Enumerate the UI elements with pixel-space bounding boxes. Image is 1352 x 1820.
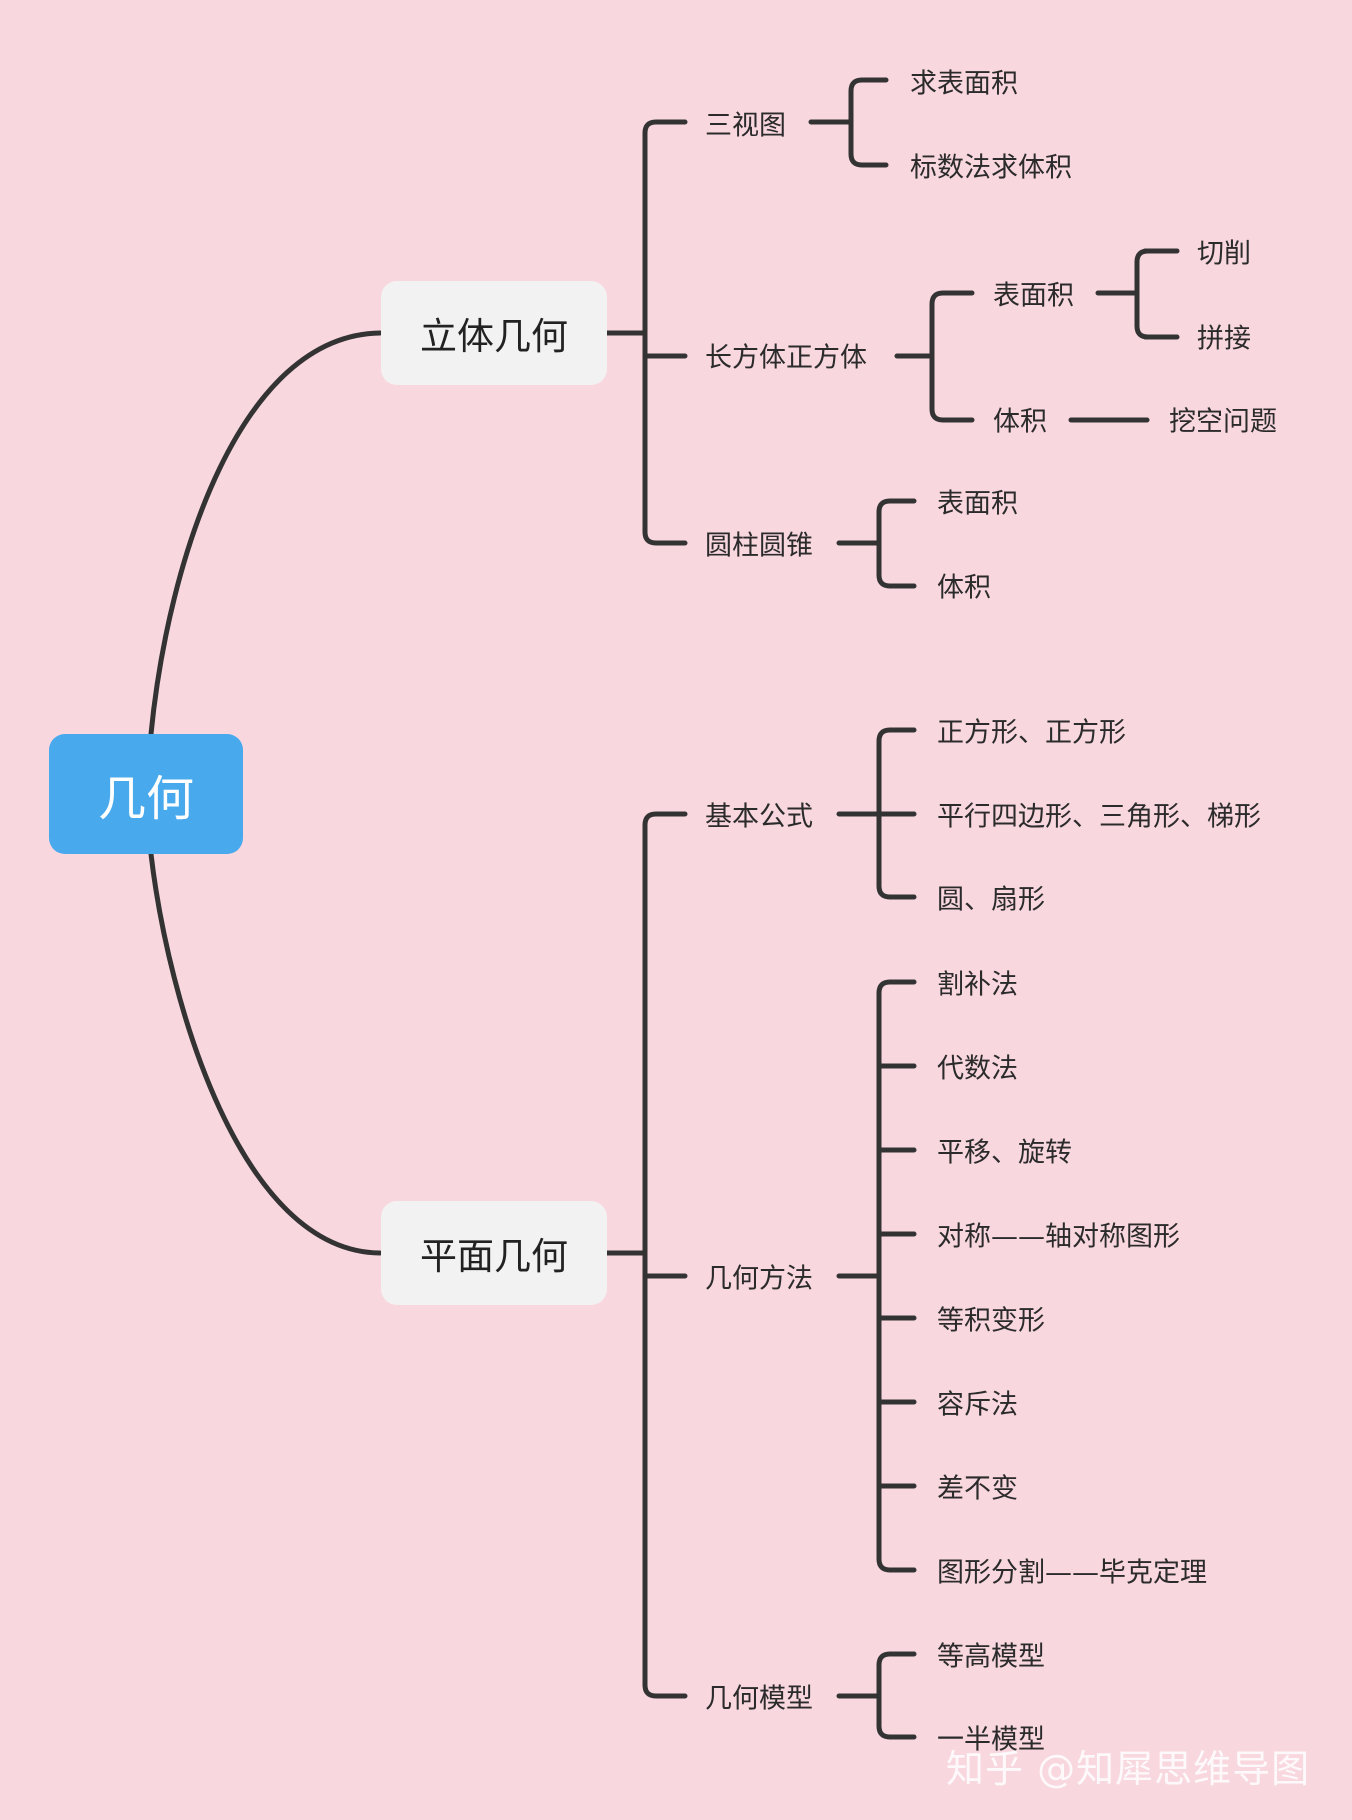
node-cylinder-surface-area[interactable]: 表面积: [937, 488, 1018, 520]
branch-solid-geometry[interactable]: 立体几何: [381, 281, 607, 385]
node-splicing[interactable]: 拼接: [1197, 323, 1251, 355]
node-half-model[interactable]: 一半模型: [937, 1724, 1045, 1756]
node-surface-area-calc[interactable]: 求表面积: [910, 68, 1018, 100]
node-algebra-method[interactable]: 代数法: [937, 1053, 1018, 1085]
node-equal-height-model[interactable]: 等高模型: [937, 1641, 1045, 1673]
node-cylinder-cone[interactable]: 圆柱圆锥: [705, 530, 813, 562]
node-cut-fill-method[interactable]: 割补法: [937, 969, 1018, 1001]
branch-plane-geometry-label: 平面几何: [420, 1235, 568, 1278]
connector-root-plane: [148, 851, 383, 1256]
node-cuboid-surface-area[interactable]: 表面积: [993, 280, 1074, 312]
node-symmetry[interactable]: 对称——轴对称图形: [937, 1221, 1180, 1253]
node-inclusion-exclusion[interactable]: 容斥法: [937, 1389, 1018, 1421]
node-constant-difference[interactable]: 差不变: [937, 1473, 1018, 1505]
bracket-geometry-models: [836, 1651, 917, 1740]
branch-plane-geometry[interactable]: 平面几何: [381, 1201, 607, 1305]
node-square[interactable]: 正方形、正方形: [937, 717, 1126, 749]
bracket-solid-geometry: [604, 119, 688, 546]
bracket-cuboid-surface: [1095, 248, 1180, 340]
root-node-label: 几何: [97, 771, 194, 827]
node-circle-sector[interactable]: 圆、扇形: [937, 884, 1045, 916]
bracket-three-view: [808, 77, 889, 168]
node-translation-rotation[interactable]: 平移、旋转: [937, 1137, 1072, 1169]
connector-root-solid: [148, 330, 383, 737]
node-pick-theorem[interactable]: 图形分割——毕克定理: [937, 1557, 1207, 1589]
node-three-view[interactable]: 三视图: [705, 110, 786, 142]
node-parallelogram-triangle-trapezoid[interactable]: 平行四边形、三角形、梯形: [937, 801, 1261, 833]
node-cuboid-volume[interactable]: 体积: [993, 406, 1047, 438]
bracket-plane-geometry: [604, 811, 688, 1699]
root-node[interactable]: 几何: [49, 734, 243, 854]
bracket-cuboid: [894, 290, 975, 423]
node-geometry-models[interactable]: 几何模型: [705, 1683, 813, 1715]
node-basic-formulas[interactable]: 基本公式: [705, 801, 813, 833]
bracket-geometry-methods: [836, 979, 917, 1573]
node-cylinder-volume[interactable]: 体积: [937, 572, 991, 604]
node-cuboid-cube[interactable]: 长方体正方体: [705, 342, 867, 374]
branch-solid-geometry-label: 立体几何: [420, 315, 568, 358]
watermark: 知乎 @知犀思维导图: [946, 1747, 1311, 1791]
bracket-basic-formulas: [836, 727, 917, 900]
node-equal-area-transform[interactable]: 等积变形: [937, 1305, 1045, 1337]
node-volume-labeling[interactable]: 标数法求体积: [910, 152, 1072, 184]
node-cutting[interactable]: 切削: [1197, 238, 1251, 270]
bracket-cylinder-cone: [836, 498, 917, 589]
node-geometry-methods[interactable]: 几何方法: [705, 1263, 813, 1295]
node-hollow-problem[interactable]: 挖空问题: [1169, 406, 1277, 438]
